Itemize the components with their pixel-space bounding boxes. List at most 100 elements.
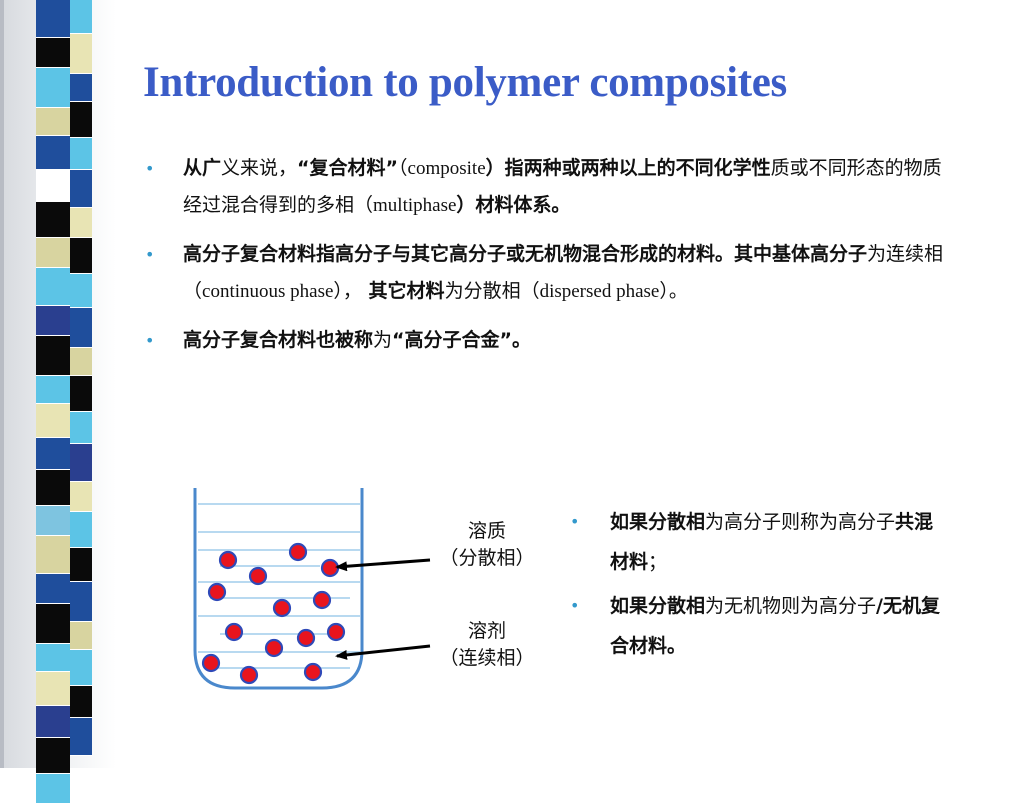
mosaic-block: [36, 0, 70, 38]
mosaic-block: [70, 444, 92, 482]
text-run: ）材料体系。: [456, 194, 571, 216]
side-bullet-list: •如果分散相为高分子则称为高分子共混材料； •如果分散相为无机物则为高分子/无机…: [570, 502, 950, 670]
mosaic-block: [36, 170, 70, 202]
bullet-dot-icon: •: [145, 159, 155, 178]
mosaic-block: [36, 536, 70, 574]
particle: [224, 622, 244, 642]
solvent-label-line1: 溶剂: [467, 620, 506, 642]
side-bullet-text: 如果分散相为高分子则称为高分子共混材料；: [610, 511, 933, 573]
mosaic-block: [36, 604, 70, 644]
text-run: 为无机物则为高分子: [705, 595, 877, 617]
bullet-dot-icon: •: [145, 331, 155, 350]
mosaic-block: [36, 202, 70, 238]
mosaic-column-a: [36, 0, 70, 804]
mosaic-block: [70, 376, 92, 412]
mosaic-block: [70, 34, 92, 74]
mosaic-column-b: [70, 0, 92, 756]
bullet-text: 高分子复合材料也被称为“高分子合金”。: [183, 329, 531, 351]
mosaic-block: [70, 0, 92, 34]
solute-label-line2: （分散相）: [439, 547, 535, 569]
particle: [303, 662, 323, 682]
text-run: 如果分散相: [610, 511, 706, 533]
beaker-diagram: [193, 488, 431, 690]
particle: [239, 665, 259, 685]
text-run: （: [398, 157, 408, 179]
mosaic-block: [70, 274, 92, 308]
mosaic-block: [36, 506, 70, 536]
bullet-dot-icon: •: [570, 596, 580, 615]
text-run: ）。: [659, 280, 688, 302]
mosaic-block: [70, 138, 92, 170]
mosaic-block: [36, 136, 70, 170]
solvent-label: 溶剂 （连续相）: [431, 618, 543, 672]
left-decoration-strip: [0, 0, 116, 804]
bullet-dot-icon: •: [145, 245, 155, 264]
particle: [264, 638, 284, 658]
particle: [272, 598, 292, 618]
particle: [296, 628, 316, 648]
bullet-text: 从广义来说，“复合材料”（composite）指两种或两种以上的不同化学性质或不…: [183, 157, 942, 216]
solute-label: 溶质 （分散相）: [431, 518, 543, 572]
mosaic-block: [36, 404, 70, 438]
beaker-outline: [193, 488, 364, 690]
mosaic-block: [36, 306, 70, 336]
text-run: dispersed phase: [539, 281, 660, 302]
mosaic-block: [36, 644, 70, 672]
arrow-to-particle: [335, 558, 431, 572]
text-run: 质或不同形态的物质经过混合得到的多相（: [183, 157, 942, 216]
text-run: 高分子复合材料也被称: [183, 329, 374, 351]
mosaic-block: [70, 208, 92, 238]
mosaic-block: [70, 102, 92, 138]
text-run: “复合材料”: [297, 157, 399, 179]
mosaic-block: [70, 650, 92, 686]
mosaic-block: [70, 548, 92, 582]
particle: [218, 550, 238, 570]
text-run: composite: [407, 158, 486, 179]
mosaic-block: [36, 238, 70, 268]
text-run: 共混材料: [610, 511, 934, 573]
mosaic-block: [70, 308, 92, 348]
text-run: 为: [373, 329, 393, 351]
text-run: 从广: [183, 157, 222, 179]
mosaic-block: [70, 622, 92, 650]
mosaic-block: [36, 68, 70, 108]
side-bullet-blend: • 如果分散相为高分子则称为高分子共混材料；: [570, 502, 950, 582]
mosaic-block: [70, 348, 92, 376]
text-run: 高分子复合材料指高分子与其它高分子或无机物混合形成的材料。其中基体高分子: [183, 243, 868, 265]
text-run: continuous phase: [202, 281, 334, 302]
mosaic-block: [70, 582, 92, 622]
text-run: 为高分子则称为高分子: [705, 511, 896, 533]
main-bullet-list: • 从广义来说，“复合材料”（composite）指两种或两种以上的不同化学性质或…: [145, 150, 955, 371]
mosaic-block: [36, 376, 70, 404]
mosaic-block: [36, 438, 70, 470]
mosaic-block: [70, 74, 92, 102]
bullet-definition: • 从广义来说，“复合材料”（composite）指两种或两种以上的不同化学性质或…: [145, 150, 955, 224]
arrow-to-liquid: [335, 644, 431, 660]
text-run: 为连续相（: [183, 243, 944, 302]
text-run: 为分散相（: [444, 280, 540, 302]
side-bullet-inorganic: • 如果分散相为无机物则为高分子/无机复合材料。: [570, 586, 950, 666]
mosaic-block: [36, 706, 70, 738]
mosaic-block: [36, 336, 70, 376]
bullet-dot-icon: •: [570, 512, 580, 531]
side-bullet-text: 如果分散相为无机物则为高分子/无机复合材料。: [610, 595, 940, 657]
bullet-polymer-alloy: • 高分子复合材料也被称为“高分子合金”。: [145, 322, 955, 359]
mosaic-block: [36, 574, 70, 604]
solute-label-line1: 溶质: [467, 520, 506, 542]
particle: [248, 566, 268, 586]
text-run: ）指两种或两种以上的不同化学性: [485, 157, 771, 179]
particle: [288, 542, 308, 562]
mosaic-block: [36, 738, 70, 774]
mosaic-block: [36, 470, 70, 506]
bullet-polymer-composite: • 高分子复合材料指高分子与其它高分子或无机物混合形成的材料。其中基体高分子为连续…: [145, 236, 955, 310]
mosaic-block: [36, 268, 70, 306]
mosaic-block: [70, 170, 92, 208]
left-edge: [0, 0, 4, 768]
dispersed-particles: [201, 542, 346, 685]
text-run: 如果分散相: [610, 595, 706, 617]
text-run: 其它材料: [361, 280, 445, 302]
mosaic-block: [36, 108, 70, 136]
mosaic-block: [70, 482, 92, 512]
text-run: /无机复合材料。: [610, 595, 940, 657]
mosaic-block: [36, 774, 70, 804]
